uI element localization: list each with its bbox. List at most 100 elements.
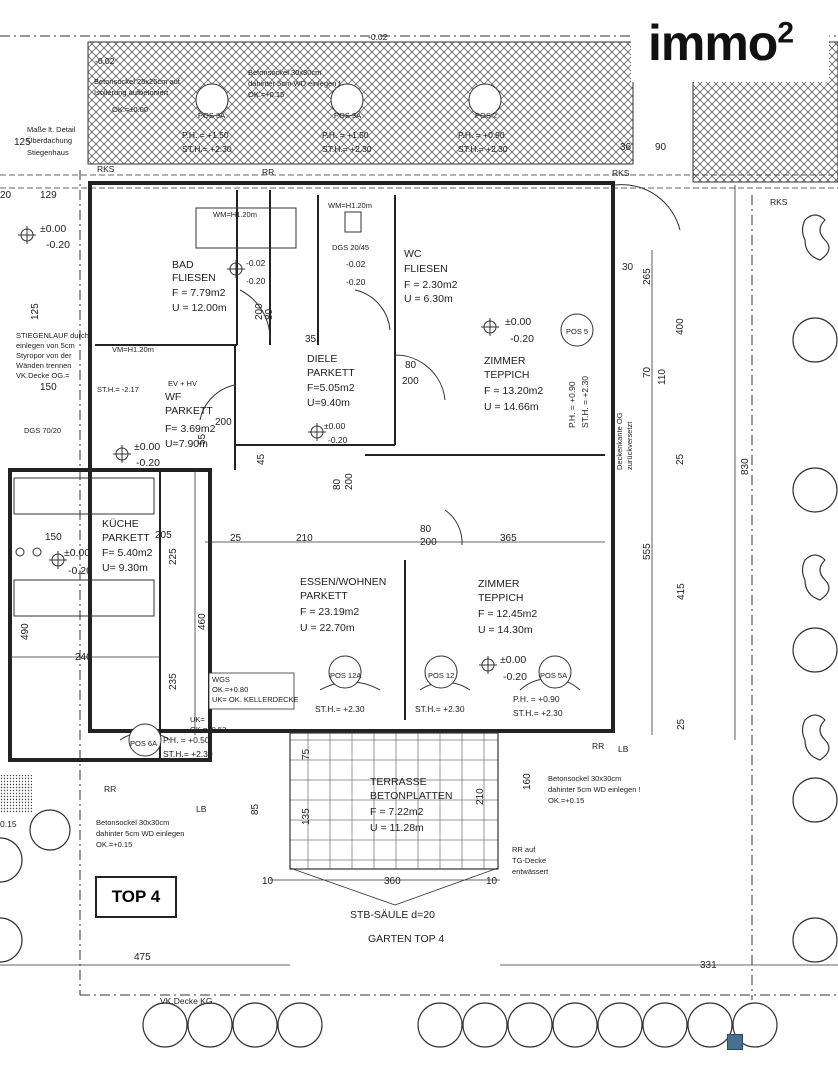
stove-ring xyxy=(32,547,42,557)
sockel-note: dahinter 5cm WD einlegen ! xyxy=(548,785,641,794)
pos-ph: P.H. = +1.50 xyxy=(322,130,369,140)
dim-label: 150 xyxy=(40,382,57,393)
level-note: -0.02 xyxy=(95,56,115,66)
dim-label: 205 xyxy=(155,530,172,541)
wgs-box xyxy=(208,672,295,710)
pos-label: POS 2 xyxy=(475,111,497,120)
garden-label: GARTEN TOP 4 xyxy=(368,933,444,945)
sockel-note: dahinter 5cm WD einlegen ! xyxy=(248,79,341,88)
sockel-note: OK.=+0.15 xyxy=(248,90,284,99)
level-label: ±0.00 xyxy=(134,441,160,453)
dim-label: 110 xyxy=(657,369,668,385)
room-floor: PARKETT xyxy=(300,590,348,602)
level-marker xyxy=(227,260,245,278)
room-area: F = 7.79m2 xyxy=(172,287,226,299)
stair-note: einlegen von 5cm xyxy=(16,341,75,350)
window-marker xyxy=(424,655,458,689)
ok-label: UK= OK. KELLERDECKE xyxy=(212,695,299,704)
logo-background xyxy=(631,10,829,82)
hatched-area-left xyxy=(0,775,32,813)
window-marker xyxy=(468,83,502,117)
window-marker xyxy=(330,83,364,117)
pos-ph: P.H. = +0.90 xyxy=(567,381,577,428)
calculator-icon[interactable] xyxy=(727,1034,743,1050)
door-arc-wf xyxy=(199,384,236,421)
dim-label: 555 xyxy=(642,543,653,560)
pos-sth: ST.H.= +2.30 xyxy=(163,749,213,759)
window-marker xyxy=(195,83,229,117)
pos-ph: P.H. = +1.50 xyxy=(182,130,229,140)
sockel-note: OK.=+0.15 xyxy=(96,840,132,849)
room-floor: FLIESEN xyxy=(172,272,216,284)
level-label: -0.20 xyxy=(68,565,92,577)
stair-note: STIEGENLAUF durch xyxy=(16,331,89,340)
rr-note: RR auf xyxy=(512,845,536,854)
level-label: -0.20 xyxy=(503,671,527,683)
sockel-note: OK.=+0.15 xyxy=(548,796,584,805)
pos-label: POS 3A xyxy=(198,111,225,120)
detail-note: Maße lt. Detail xyxy=(27,125,76,134)
dim-label: 331 xyxy=(700,960,717,971)
stove-ring xyxy=(15,547,25,557)
logo-superscript: 2 xyxy=(777,16,794,50)
dim-label: 460 xyxy=(197,613,208,630)
level-label: ±0.00 xyxy=(505,316,531,328)
dim-label: 135 xyxy=(301,808,312,825)
room-name: TERRASSE xyxy=(370,776,427,788)
dim-label: 55 xyxy=(197,433,208,445)
pos-sth: ST.H.= +2.30 xyxy=(415,704,465,714)
brand-logo[interactable]: immo2 xyxy=(648,14,794,72)
dim-label: 90 xyxy=(655,142,667,153)
room-name: ZIMMER xyxy=(478,578,520,590)
dim-label: 75 xyxy=(301,748,312,760)
room-name: ZIMMER xyxy=(484,355,526,367)
outer-wall xyxy=(88,181,615,733)
room-name: DIELE xyxy=(307,353,337,365)
level-marker xyxy=(481,318,499,336)
room-name: WF xyxy=(165,391,181,403)
dim-label: 10 xyxy=(486,876,498,887)
door-arc-bad xyxy=(239,289,271,341)
room-area: F = 12.45m2 xyxy=(478,608,537,620)
dim-label: 45 xyxy=(256,453,267,465)
room-perimeter: U=9.40m xyxy=(307,397,350,409)
dim-label: 200 xyxy=(215,417,232,428)
dim-label: 25 xyxy=(676,718,687,730)
room-area: F= 5.40m2 xyxy=(102,547,153,559)
logo-text: immo xyxy=(648,15,778,71)
plan-label: TOP 4 xyxy=(95,876,177,918)
level-label: -0.20 xyxy=(46,239,70,251)
sockel-note: Betonsockel 30x30cm xyxy=(548,774,621,783)
dim-label: 80 xyxy=(420,524,432,535)
lb-label: LB xyxy=(618,744,629,754)
kitchen-counter xyxy=(13,477,155,515)
fixture-label: ST.H.= -2.17 xyxy=(97,385,139,394)
pos-label: POS 12 xyxy=(428,671,454,680)
fixture-label: WM=H1.20m xyxy=(213,210,257,219)
tree-row-right xyxy=(792,214,838,963)
pos-label: POS 5A xyxy=(540,671,567,680)
rr-label: RR xyxy=(592,741,604,751)
dim-label: 240 xyxy=(75,652,92,663)
room-area: F= 3.69m2 xyxy=(165,423,216,435)
dim-label: 400 xyxy=(675,318,686,335)
fixture-label: DGS 70/20 xyxy=(24,426,61,435)
dim-label: 360 xyxy=(384,876,401,887)
room-perimeter: U = 22.70m xyxy=(300,622,355,634)
room-perimeter: U = 14.66m xyxy=(484,401,539,413)
dim-label: 80 xyxy=(332,478,343,490)
sockel-note: Betonsockel 30x30cm xyxy=(96,818,169,827)
level-label: -0.20 xyxy=(136,457,160,469)
dim-label: 10 xyxy=(262,876,274,887)
dim-label: 150 xyxy=(45,532,62,543)
level-label: 0.15 xyxy=(0,819,17,829)
dim-label: 475 xyxy=(134,952,151,963)
dim-label: 200 xyxy=(254,303,265,320)
rks-label: RKS xyxy=(97,164,115,174)
toilet xyxy=(344,211,362,233)
window-marker xyxy=(128,723,162,757)
terrace-guide xyxy=(394,867,499,906)
pos-label: POS 5 xyxy=(566,327,588,336)
dim-label: 200 xyxy=(402,376,419,387)
